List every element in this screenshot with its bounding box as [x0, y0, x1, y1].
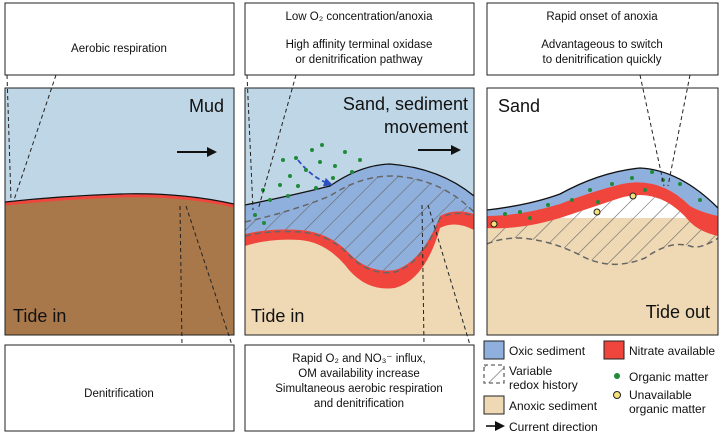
panel-3-variable-outline	[487, 237, 718, 266]
panel-1-callout-top-right	[13, 74, 57, 201]
legend-current-label: Current direction	[509, 420, 598, 434]
panel-1-scene-label: Mud	[189, 96, 224, 116]
panel-3-top-text-2: Advantageous to switch	[541, 39, 662, 51]
legend-oxic-label: Oxic sediment	[509, 344, 586, 358]
panel-1-nitrate-line	[5, 194, 234, 208]
legend-variable-swatch	[483, 364, 505, 384]
legend-variable-label-2: redox history	[509, 378, 578, 392]
panel-2-bottom-text-4: and denitrification	[314, 398, 404, 410]
panel-2-top-text-1: Low O₂ concentration/anoxia	[285, 11, 433, 23]
panel-1-top-text: Aerobic respiration	[71, 43, 167, 55]
panel-2-variable-zone	[245, 176, 474, 271]
legend-organic-dot	[614, 373, 620, 379]
panel-2-top-text-2: High affinity terminal oxidase	[286, 39, 433, 51]
panel-1-bottom-box	[4, 344, 235, 432]
panel-2-scene-label-2: movement	[384, 117, 468, 137]
panel-3-oxic-band	[487, 168, 718, 216]
legend-nitrate-label: Nitrate available	[629, 344, 715, 358]
panel-2-callout-top-left	[246, 74, 254, 211]
panel-3-top-text-3: to denitrification quickly	[543, 54, 662, 66]
panel-2-sediment-arrow	[297, 159, 333, 187]
legend-variable-label-1: Variable	[509, 364, 552, 378]
panel-3: Rapid onset of anoxia Advantageous to sw…	[486, 2, 719, 336]
panel-1-surface-line	[5, 193, 234, 205]
panel-1-top-box	[4, 2, 235, 76]
panel-1-bottom-text: Denitrification	[84, 388, 154, 400]
panel-2-callout-bottom-right	[427, 204, 471, 346]
panel-2-top-text-3: or denitrification pathway	[295, 54, 422, 66]
panel-2: Low O₂ concentration/anoxia High affinit…	[244, 2, 475, 432]
panel-1-tide-label: Tide in	[13, 306, 66, 326]
panel-3-top-text-1: Rapid onset of anoxia	[546, 11, 658, 23]
panel-2-scene-label-1: Sand, sediment	[343, 94, 468, 114]
panel-2-bottom-text-2: OM availability increase	[298, 368, 419, 380]
panel-3-unavailable-dots	[490, 192, 637, 228]
panel-2-top-box	[244, 2, 475, 76]
panel-2-callout-top-right	[257, 74, 297, 211]
panel-1-mud	[5, 195, 234, 335]
panel-2-bottom-text-3: Simultaneous aerobic respiration	[275, 383, 442, 395]
legend: Oxic sediment Nitrate available Variable…	[483, 340, 715, 434]
panel-1-callout-bottom-left	[179, 205, 183, 346]
panel-2-frame	[244, 87, 475, 336]
panel-2-variable-outline	[245, 175, 474, 223]
legend-organic-label: Organic matter	[629, 370, 708, 384]
legend-anoxic-swatch	[483, 395, 505, 415]
panel-2-tide-label: Tide in	[251, 306, 304, 326]
panel-3-callout-right	[667, 74, 691, 187]
panel-3-frame	[486, 87, 719, 336]
panel-1-callout-bottom-right	[185, 205, 233, 346]
legend-nitrate-swatch	[603, 340, 625, 360]
panel-3-air-fill	[487, 88, 718, 210]
panel-2-variable-outline-lower	[245, 212, 474, 274]
panel-3-callout-left	[639, 74, 665, 187]
panel-3-scene-label: Sand	[498, 96, 540, 116]
panel-3-top-box	[486, 2, 719, 76]
panel-2-organic-dots	[253, 143, 362, 225]
legend-unavailable-label-2: organic matter	[629, 402, 706, 416]
panel-3-surface-line	[487, 167, 718, 211]
panel-3-tide-label: Tide out	[646, 302, 710, 322]
panel-1: Aerobic respiration Mud Tide in Denitrif…	[4, 2, 235, 432]
panel-1-frame	[4, 87, 235, 336]
legend-oxic-swatch	[483, 340, 505, 360]
panel-2-callout-bottom-left	[421, 204, 425, 346]
legend-anoxic-label: Anoxic sediment	[509, 399, 598, 413]
panel-2-bottom-text-1: Rapid O₂ and NO₃⁻ influx,	[292, 353, 425, 365]
panel-2-bottom-box	[244, 344, 475, 432]
panel-3-variable-zone	[487, 195, 718, 265]
legend-unavailable-label-1: Unavailable	[629, 388, 692, 402]
legend-unavailable-dot	[613, 391, 621, 399]
